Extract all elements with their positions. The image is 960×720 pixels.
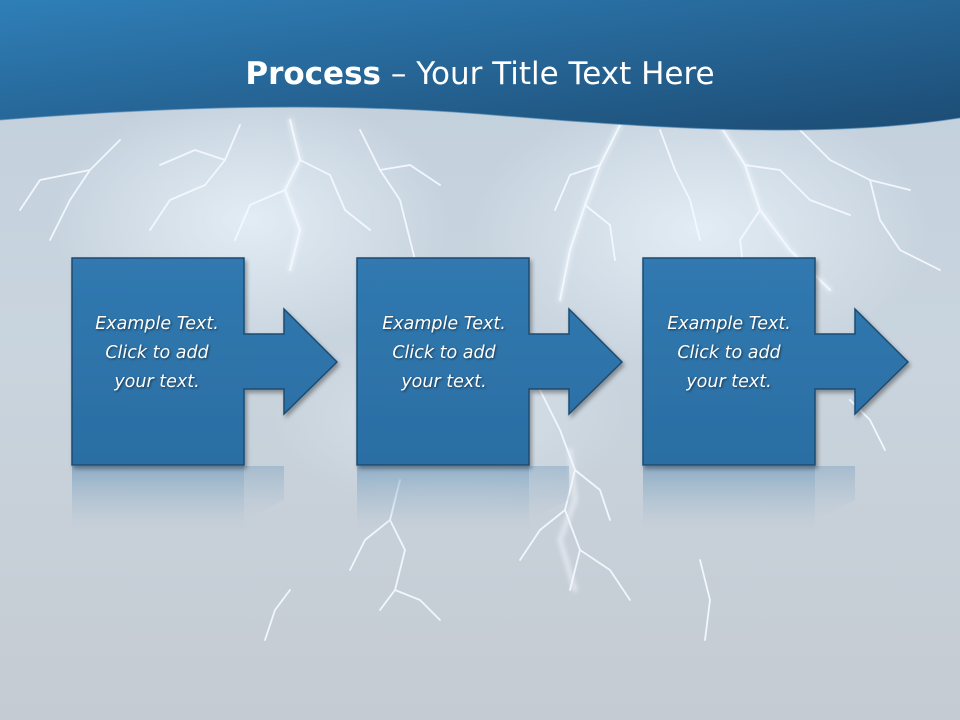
header-band bbox=[0, 0, 960, 131]
step-text-line: Click to add bbox=[392, 342, 496, 363]
lightning-decoration bbox=[19, 117, 941, 641]
step-text-line: your text. bbox=[401, 371, 487, 392]
process-step-2-shape bbox=[356, 257, 624, 466]
process-step-3-shape bbox=[642, 257, 910, 466]
step-text-line: Example Text. bbox=[382, 313, 506, 334]
process-step-3-text[interactable]: Example Text. Click to add your text. bbox=[644, 313, 814, 393]
process-step-1-text[interactable]: Example Text. Click to add your text. bbox=[72, 313, 242, 393]
step-text-line: your text. bbox=[114, 371, 200, 392]
step-text-line: Click to add bbox=[677, 342, 781, 363]
process-step-1-shape bbox=[71, 257, 339, 466]
title-rest: – Your Title Text Here bbox=[381, 56, 715, 92]
title-bold: Process bbox=[245, 56, 381, 92]
step-text-line: Example Text. bbox=[667, 313, 791, 334]
slide-title[interactable]: Process – Your Title Text Here bbox=[0, 52, 960, 96]
step-text-line: Click to add bbox=[105, 342, 209, 363]
step-reflections bbox=[72, 466, 855, 530]
step-text-line: Example Text. bbox=[95, 313, 219, 334]
process-step-2-text[interactable]: Example Text. Click to add your text. bbox=[359, 313, 529, 393]
step-text-line: your text. bbox=[686, 371, 772, 392]
